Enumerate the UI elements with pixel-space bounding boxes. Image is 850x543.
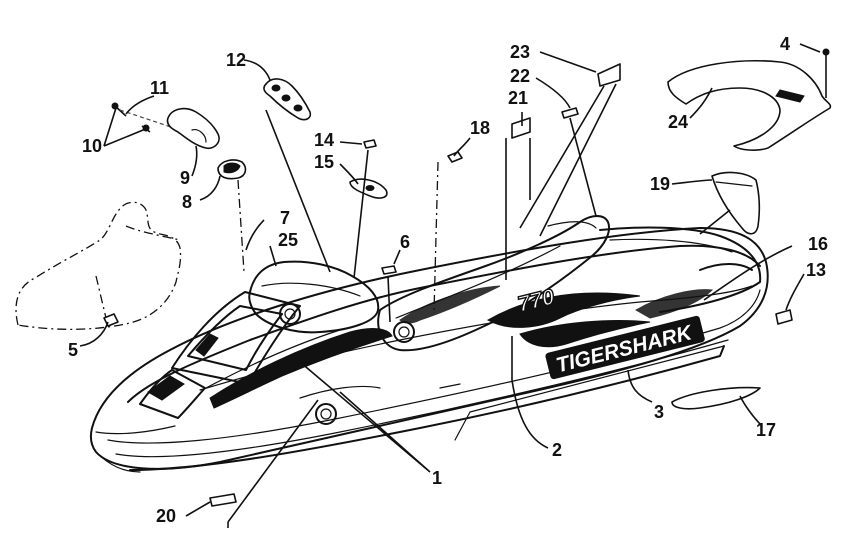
callout-19: 19 bbox=[650, 174, 670, 194]
part-24-rear-decal bbox=[667, 48, 832, 151]
callout-15: 15 bbox=[314, 152, 334, 172]
callout-8: 8 bbox=[182, 192, 192, 212]
part-20-tag bbox=[209, 493, 237, 507]
callout-9: 9 bbox=[180, 168, 190, 188]
callout-4: 4 bbox=[780, 34, 790, 54]
callout-25: 25 bbox=[278, 230, 298, 250]
part-13-tag bbox=[775, 309, 793, 325]
part-12-grip bbox=[263, 78, 312, 121]
part-9-mirror bbox=[166, 107, 220, 150]
callout-10: 10 bbox=[82, 136, 102, 156]
callout-6: 6 bbox=[400, 232, 410, 252]
callout-22: 22 bbox=[510, 66, 530, 86]
part-22-decal bbox=[561, 107, 579, 119]
callout-24: 24 bbox=[668, 112, 688, 132]
callout-7: 7 bbox=[280, 208, 290, 228]
part-23-decal bbox=[597, 63, 621, 87]
part-6-tag bbox=[381, 265, 397, 275]
part-8-cap bbox=[217, 159, 247, 273]
callout-11: 11 bbox=[150, 78, 169, 98]
hood-phantom-outline bbox=[15, 201, 182, 330]
callout-23: 23 bbox=[510, 42, 530, 62]
part-19-decal bbox=[711, 171, 761, 235]
callout-3: 3 bbox=[654, 402, 664, 422]
callout-18: 18 bbox=[470, 118, 490, 138]
callout-16: 16 bbox=[808, 234, 828, 254]
callout-1: 1 bbox=[432, 468, 442, 488]
callout-21: 21 bbox=[508, 88, 528, 108]
callout-12: 12 bbox=[226, 50, 246, 70]
callout-labels: 1 2 3 4 5 6 7 8 9 10 11 12 13 14 15 16 1… bbox=[68, 34, 828, 526]
part-18-tag bbox=[447, 151, 463, 163]
part-17-pad bbox=[671, 386, 761, 410]
part-21-decal bbox=[511, 117, 531, 139]
callout-5: 5 bbox=[68, 340, 78, 360]
callout-20: 20 bbox=[156, 506, 176, 526]
watercraft-body: 770 TIGERSHARK bbox=[89, 215, 769, 473]
leader-lines bbox=[79, 43, 821, 528]
callout-17: 17 bbox=[756, 420, 776, 440]
callout-14: 14 bbox=[314, 130, 334, 150]
callout-2: 2 bbox=[552, 440, 562, 460]
callout-13: 13 bbox=[806, 260, 826, 280]
part-14-tag bbox=[363, 139, 377, 149]
